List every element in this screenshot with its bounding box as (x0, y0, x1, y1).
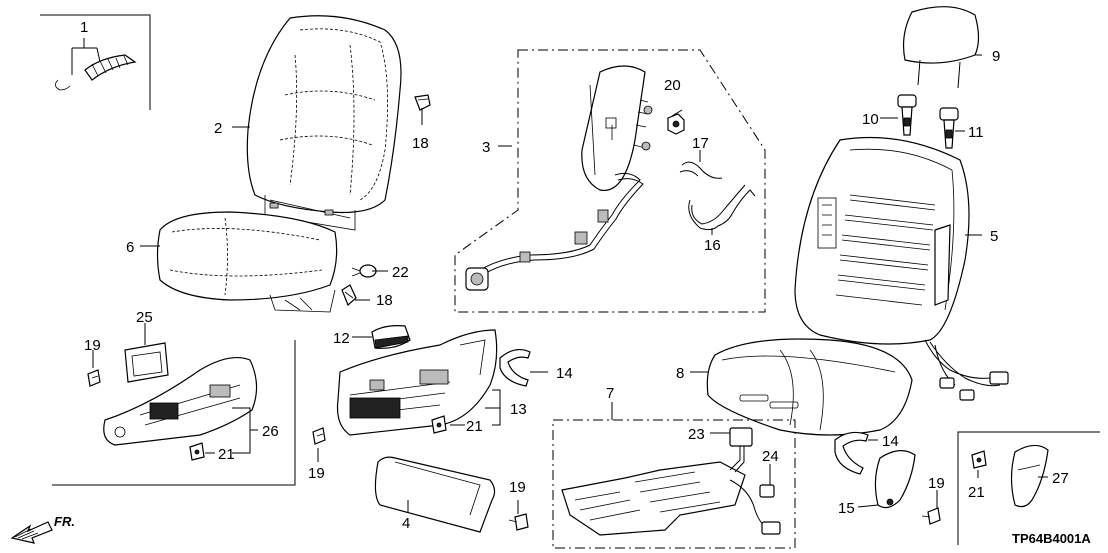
callout-23: 23 (688, 426, 705, 443)
part-3-box (454, 49, 766, 313)
callout-2: 2 (214, 120, 222, 137)
part-15-cover (874, 450, 916, 509)
leader-lines (92, 54, 1048, 514)
part-19-screw-b (312, 427, 326, 445)
callout-21-b: 21 (466, 418, 483, 435)
callout-8: 8 (676, 365, 684, 382)
callout-24: 24 (762, 448, 779, 465)
callout-6: 6 (126, 239, 134, 256)
callout-18-top: 18 (412, 135, 429, 152)
part-7-box (552, 419, 796, 549)
callout-7: 7 (606, 385, 614, 402)
part-10-guide (897, 94, 917, 136)
callout-20: 20 (664, 77, 681, 94)
diagram-code: TP64B4001A (1012, 531, 1091, 546)
part-18-clip-top (414, 94, 431, 111)
part-14-trim-mid (499, 348, 531, 387)
part-19-screw-c (508, 513, 529, 531)
part-17-wire (679, 161, 723, 179)
callout-15: 15 (838, 500, 855, 517)
part-21-clip-b (431, 415, 447, 434)
part-9-headrest (902, 6, 980, 89)
callout-5: 5 (990, 228, 998, 245)
part-14-trim-right (834, 431, 869, 475)
inset-box-27 (957, 431, 1100, 545)
callout-11: 11 (968, 124, 984, 141)
callout-14-mid: 14 (556, 365, 573, 382)
part-7-heater (561, 427, 781, 536)
part-16-wire (688, 184, 756, 231)
part-11-guide (939, 107, 959, 149)
callout-19-d: 19 (928, 475, 945, 492)
part-12-knob (371, 325, 411, 349)
part-4-trim (374, 456, 496, 533)
callout-12: 12 (333, 330, 350, 347)
callout-17: 17 (692, 135, 709, 152)
part-5-seatback (794, 136, 1009, 401)
callout-26: 26 (262, 423, 279, 440)
part-3-airbag-module (465, 65, 653, 291)
part-6-cushion-cover (156, 211, 338, 313)
part-2-seatback-cover (246, 15, 402, 231)
part-18-clip-bottom (341, 284, 357, 307)
part-13-side-cover (336, 329, 498, 436)
part-25-cover (124, 342, 169, 383)
part-1-tube (84, 54, 137, 81)
inset-box-1 (40, 14, 151, 110)
callout-4: 4 (402, 515, 410, 532)
part-19-screw-a (87, 369, 101, 387)
callout-19-c: 19 (509, 479, 526, 496)
callout-21-a: 21 (218, 446, 235, 463)
front-direction-arrow (10, 521, 53, 544)
callout-16: 16 (704, 237, 721, 254)
callout-3: 3 (482, 139, 490, 156)
callout-25: 25 (136, 309, 153, 326)
callout-21-c: 21 (968, 484, 985, 501)
part-21-clip-c (971, 450, 987, 469)
part-20-nut (667, 113, 685, 135)
callout-27: 27 (1052, 470, 1069, 487)
callout-9: 9 (992, 48, 1000, 65)
callout-19-a: 19 (84, 337, 101, 354)
part-8-cushion-pad (706, 338, 913, 436)
callout-19-b: 19 (308, 465, 325, 482)
callout-1: 1 (80, 19, 88, 36)
fr-label: FR. (54, 514, 75, 529)
callout-22: 22 (392, 264, 409, 281)
part-26-inner-cover (103, 357, 258, 446)
part-21-clip-a (189, 442, 205, 461)
callout-14-right: 14 (882, 433, 899, 450)
callout-18-bottom: 18 (376, 292, 393, 309)
inset-line-26 (52, 340, 296, 486)
callout-13: 13 (510, 401, 527, 418)
part-19-screw-d (921, 507, 941, 525)
callout-10: 10 (862, 111, 879, 128)
